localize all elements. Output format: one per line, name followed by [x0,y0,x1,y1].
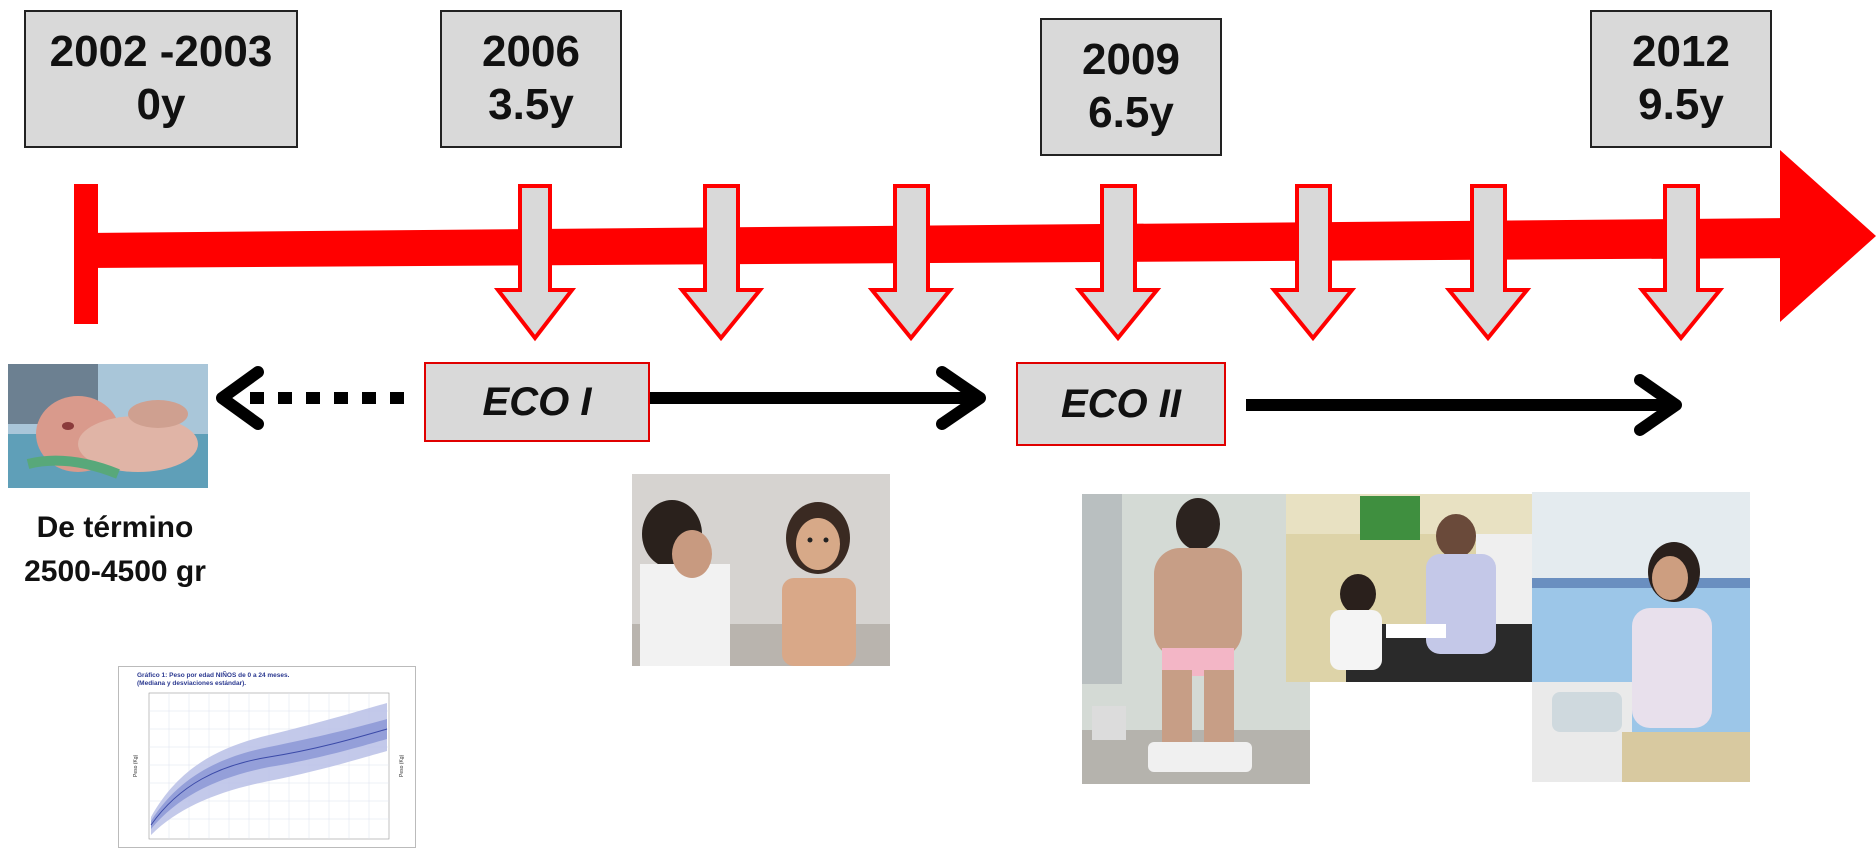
growth-chart-title: Gráfico 1: Peso por edad NIÑOS de 0 a 24… [137,672,290,687]
milestone-box-2012: 2012 9.5y [1590,10,1772,148]
milestone-box-2009: 2009 6.5y [1040,18,1222,156]
newborn-image [8,364,208,488]
milestone-year: 2009 [1082,35,1180,85]
eco2-image-test [1532,492,1750,782]
timeline-arrowhead [1780,150,1876,322]
down-arrow [493,184,577,342]
phase-box-eco-2: ECO II [1016,362,1226,446]
milestone-age: 6.5y [1088,88,1174,137]
down-arrow [1637,184,1725,342]
dotted-arrow-head [216,366,264,430]
down-arrow [1269,184,1357,342]
eco1-photo [632,474,890,666]
phase-box-eco-1: ECO I [424,362,650,442]
growth-chart-thumbnail: Gráfico 1: Peso por edad NIÑOS de 0 a 24… [118,666,416,848]
newborn-photo [8,364,208,488]
milestone-year: 2002 -2003 [49,27,273,77]
milestone-age: 0y [136,80,186,129]
milestone-year: 2012 [1632,27,1730,77]
milestone-age: 3.5y [488,80,574,129]
milestone-box-2006: 2006 3.5y [440,10,622,148]
solid-arrow-head-2 [1634,374,1682,436]
growth-chart-plot: Peso (Kg) Peso (Kg) [133,692,405,840]
timeline-start-tick [74,184,98,324]
birth-caption: De término 2500-4500 gr [0,506,230,593]
milestone-year: 2006 [482,27,580,77]
down-arrows [493,184,1725,342]
eco2-photo-exam [1286,494,1542,682]
birth-caption-term: De término [36,511,194,544]
down-arrow [1074,184,1162,342]
down-arrow [1444,184,1532,342]
phase-label: ECO II [1060,381,1182,426]
phase-label: ECO I [482,379,592,424]
eco1-image [632,474,890,666]
eco2-photo-test [1532,492,1750,782]
milestone-age: 9.5y [1638,80,1724,129]
growth-chart-ylabel-right: Peso (Kg) [399,754,405,777]
eco2-photo-scale [1082,494,1310,784]
eco2-image-exam [1286,494,1542,682]
down-arrow [677,184,765,342]
timeline-bar [84,218,1790,268]
solid-arrow-head-1 [936,366,986,430]
milestone-box-2002: 2002 -2003 0y [24,10,298,148]
growth-chart-ylabel-left: Peso (Kg) [133,754,139,777]
eco2-image-scale [1082,494,1310,784]
down-arrow [867,184,955,342]
birth-caption-weight: 2500-4500 gr [24,554,206,588]
